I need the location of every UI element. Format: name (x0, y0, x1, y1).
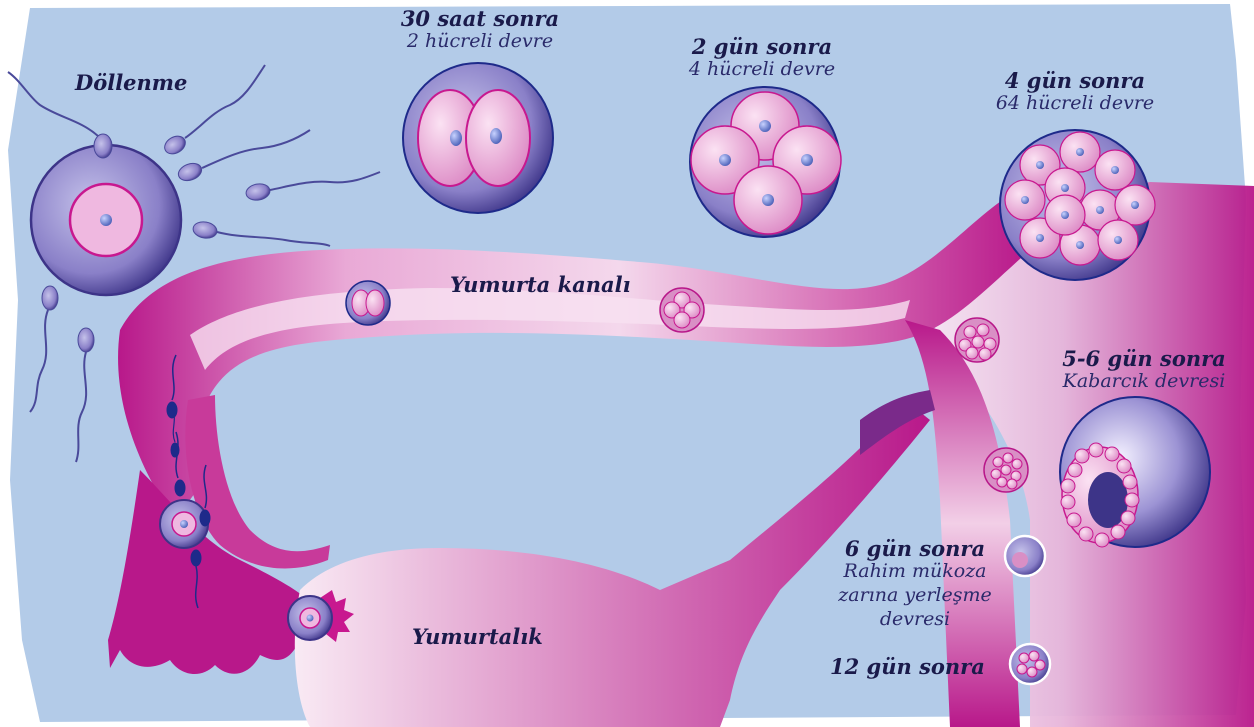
stage5-time-label: 6 gün sonra (820, 538, 1010, 559)
stage5-desc3-label: devresi (800, 610, 1030, 629)
blastocyst-stage (1060, 397, 1210, 547)
stage6-time-label: 12 gün sonra (830, 656, 985, 677)
stage4-time-label: 5-6 gün sonra (1046, 348, 1242, 369)
small-four-cell-in-tube (660, 288, 704, 332)
stage2-time-label: 2 gün sonra (672, 36, 852, 57)
ovary-label: Yumurtalık (412, 626, 543, 647)
tube-label: Yumurta kanalı (450, 274, 631, 295)
stage1-desc-label: 2 hücreli devre (390, 32, 570, 51)
stage1-time-label: 30 saat sonra (390, 8, 570, 29)
small-blastocyst-in-tube (984, 448, 1028, 492)
stage3-time-label: 4 gün sonra (980, 70, 1170, 91)
stage3-desc-label: 64 hücreli devre (980, 94, 1170, 113)
stage5-desc1-label: Rahim mükoza (800, 562, 1030, 581)
fertilization-label: Döllenme (75, 72, 187, 93)
stage2-desc-label: 4 hücreli devre (672, 60, 852, 79)
fertilization-egg (31, 145, 181, 295)
stage4-desc-label: Kabarcık devresi (1046, 372, 1242, 391)
two-cell-stage (403, 63, 553, 213)
stage5-desc2-label: zarına yerleşme (800, 586, 1030, 605)
small-two-cell-in-tube (346, 281, 390, 325)
egg-in-tube (160, 500, 208, 548)
small-morula-in-tube (955, 318, 999, 362)
four-cell-stage (690, 87, 841, 237)
twelve-day-stage (1010, 644, 1050, 684)
